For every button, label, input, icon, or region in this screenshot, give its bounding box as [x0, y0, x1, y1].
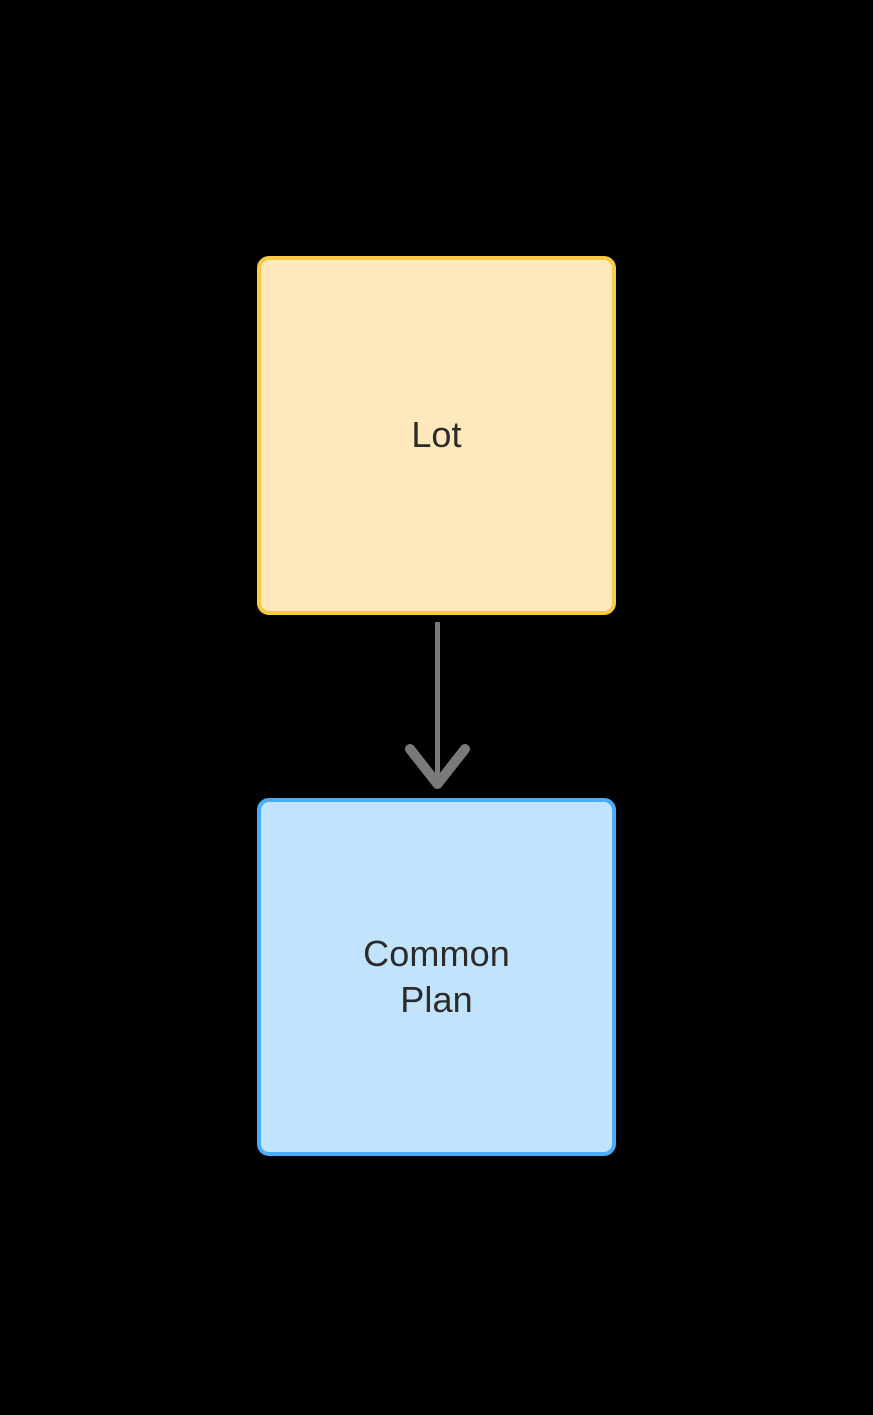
flow-node-lot-label: Lot: [411, 414, 462, 456]
flow-node-lot[interactable]: Lot: [257, 256, 616, 615]
edge-lot-to-common-plan[interactable]: [405, 622, 470, 789]
flow-node-common-plan-label: Common Plan: [363, 932, 510, 1020]
flow-node-common-plan[interactable]: Common Plan: [257, 798, 616, 1156]
arrowhead-icon: [405, 744, 470, 789]
